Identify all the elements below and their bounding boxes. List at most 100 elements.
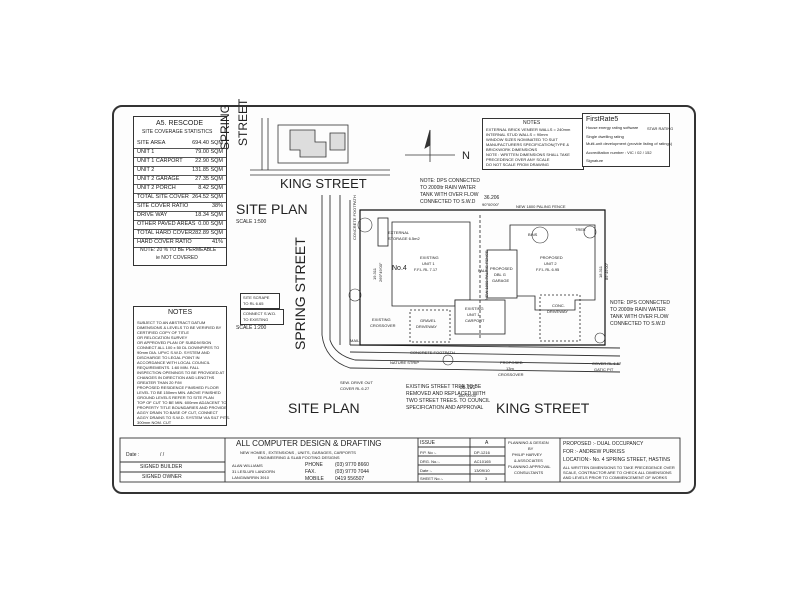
planner-1: PLANNING & DESIGN <box>508 440 549 445</box>
lot-number-label: No.4 <box>392 265 407 272</box>
note-line: ACCORDANCE WITH LOCAL COUNCIL <box>137 360 210 365</box>
top-note-line: EXTERNAL BRICK VENEER WALLS = 240mm <box>486 127 571 132</box>
note-line: AGGY DRAINS TO S.W.D. SYSTEM VIA SILT PI… <box>137 415 230 420</box>
note-line: INSPECTION OPENINGS TO BE PROVIDED AT <box>137 370 225 375</box>
gravel-driveway <box>409 309 451 343</box>
concrete-footpath-label-2: CONCRETE FOOTPATH <box>410 350 455 355</box>
disclaimer-2: SCALE, CONTRACTOR ARE TO CHECK ALL DIMEN… <box>563 470 672 475</box>
existing-crossover-label-1: EXISTING <box>372 317 391 322</box>
coverage-row-label: UNIT 1 CARPORT <box>137 158 183 164</box>
tree-label: TREE <box>575 227 586 232</box>
planner-5: PLANNING APPROVAL <box>508 464 551 469</box>
coverage-row-value: 22.90 SQM <box>195 158 223 164</box>
coverage-row-label: OTHER PAVED AREAS <box>137 221 196 227</box>
top-note-line: MANUFACTURERS SPECIFICATION(TYPE & <box>486 142 570 147</box>
king-street-top-label: KING STREET <box>280 176 367 191</box>
street-tree-note-2: REMOVED AND REPLACED WITH <box>406 391 486 397</box>
pp-label: P.P. No :- <box>420 450 437 455</box>
street-tree-note-3: TWO STREET TREES. TO COUNCIL <box>406 398 491 404</box>
note-line: GREATER THAN 20 F/M <box>137 380 182 385</box>
mail-label: MAIL <box>350 338 360 343</box>
king-street-kerb <box>321 334 621 373</box>
coverage-row-value: 27.35 SQM <box>195 176 223 182</box>
external-storage-label-1: EXTERNAL <box>388 230 410 235</box>
note-dps-right-1: NOTE: DPS CONNECTED <box>610 300 671 306</box>
sew-pit-label-2: COVER RL 6.27 <box>340 386 370 391</box>
gatic-pit-label: GATIC PIT <box>594 367 614 372</box>
note-line: DIMENSIONS & LEVELS TO BE VERIFIED BY <box>137 325 222 330</box>
pp-value: DP-1216 <box>474 450 490 455</box>
drg-label: DRG. No.:- <box>420 459 440 464</box>
proposed-garage <box>486 249 518 299</box>
date-label: Date : <box>126 452 140 458</box>
note-line: CHANGES IN DIRECTION AND LENGTHS <box>137 375 215 380</box>
note-line: DISCHARGE TO LEGAL POINT IN <box>137 355 200 360</box>
drg-value: AC10165 <box>474 459 491 464</box>
dim-left-bearing: 269°49'00" <box>378 262 383 282</box>
note-line: LEVEL TO BE 150mm MIN. ABOVE FINISHED <box>137 390 221 395</box>
coverage-title: A5. RESCODE <box>156 120 204 127</box>
sheet-value: 3 <box>485 476 488 481</box>
proposed-garage-label-2: DBL G <box>494 272 506 277</box>
signed-builder-label: SIGNED BUILDER <box>140 464 183 470</box>
proposed-unit-2 <box>509 224 596 311</box>
coverage-row-value: 131.85 SQM <box>192 167 223 173</box>
coverage-row: DRIVE WAY 18.34 SQM <box>134 211 226 221</box>
address-2: 31 LESLURI LANDORN <box>232 469 275 474</box>
nature-strip-label: NATURE STRIP <box>390 360 420 365</box>
coverage-row-label: DRIVE WAY <box>137 212 168 218</box>
coverage-row-value: 694.40 SQM <box>192 140 223 146</box>
address-3: LANGWARRIN 3910 <box>232 475 269 480</box>
coverage-row: UNIT 1 CARPORT 22.90 SQM <box>134 157 226 167</box>
proposed-unit-2-label-3: F.F.L RL 6.95 <box>536 267 560 272</box>
existing-crossover-label-2: CROSSOVER <box>370 323 396 328</box>
spring-street-top-label-2: STREET <box>236 98 250 146</box>
bins-label: BINS <box>528 232 538 237</box>
site-scrape-note: SITE SCRAPE TO RL 6.65 <box>240 293 280 309</box>
proposed-unit-2-label-2: UNIT 2 <box>544 261 557 266</box>
sew-pit-label-1: SEW. DRIVE OUT <box>340 380 373 385</box>
mobile-label: MOBILE <box>305 476 324 482</box>
firstrate-title: FirstRate5 <box>586 116 619 123</box>
for-label: FOR :- ANDREW PURKISS <box>563 449 625 455</box>
coverage-row-label: SITE AREA <box>137 140 166 146</box>
new-fence-label: NEW 1800 PALING FENCE <box>516 204 566 209</box>
planner-2: BY <box>528 446 534 451</box>
existing-carport-label-1: EXISTING <box>465 306 484 311</box>
address-1: ALAN WILLIAMS <box>232 463 263 468</box>
lot-boundary <box>359 209 606 346</box>
note-line: 90mm DIA. UPVC S.W.D. SYSTEM AND <box>137 350 210 355</box>
coverage-row-value: 18.34 SQM <box>195 212 223 218</box>
location-lot <box>277 124 349 164</box>
title-block-frame <box>119 437 681 483</box>
coverage-row-label: TOTAL SITE COVER <box>137 194 189 200</box>
proposed-crossover-label-3: CROSSOVER <box>498 372 524 377</box>
coverage-row-value: 264.52 SQM <box>192 194 223 200</box>
existing-unit-1-label-3: F.F.L RL 7.17 <box>414 267 438 272</box>
sheet-label: SHEET No.:- <box>420 476 444 481</box>
north-label: N <box>462 150 470 162</box>
scale-label-1: SCALE 1:500 <box>236 219 267 225</box>
existing-unit-1-label-1: EXISTING <box>420 255 439 260</box>
coverage-row-label: UNIT 2 PORCH <box>137 185 176 191</box>
note-line: CONNECT ALL 100 x 50 DL DOWNPIPES TO <box>137 345 220 350</box>
coverage-row-label: TOTAL HARD COVER <box>137 230 193 236</box>
coverage-row-label: SITE COVER RATIO <box>137 203 189 209</box>
gravel-driveway-label-1: GRAVEL <box>420 318 436 323</box>
fax-label: FAX. <box>305 469 316 475</box>
note-line: AGGY DRAIN TO BASE OF CUT, CONNECT <box>137 410 218 415</box>
issue-value: A <box>485 440 489 446</box>
note-line: TOP OF CUT TO BE MIN. 600mm ADJACENT TO <box>137 400 227 405</box>
disclaimer-3: AND LEVELS PRIOR TO COMMENCEMENT OF WORK… <box>563 475 668 480</box>
dim-top-bearing: 90°00'00" <box>482 202 500 207</box>
top-notes-box: NOTES EXTERNAL BRICK VENEER WALLS = 240m… <box>482 118 584 170</box>
coverage-subtitle: SITE COVERAGE STATISTICS <box>142 129 213 135</box>
location-label: LOCATION:- No. 4 SPRING STREET, HASTINS <box>563 457 671 463</box>
coverage-row-value: 41% <box>211 239 223 245</box>
note-dps-top-2: TO 2000ltr RAIN WATER <box>420 185 476 191</box>
